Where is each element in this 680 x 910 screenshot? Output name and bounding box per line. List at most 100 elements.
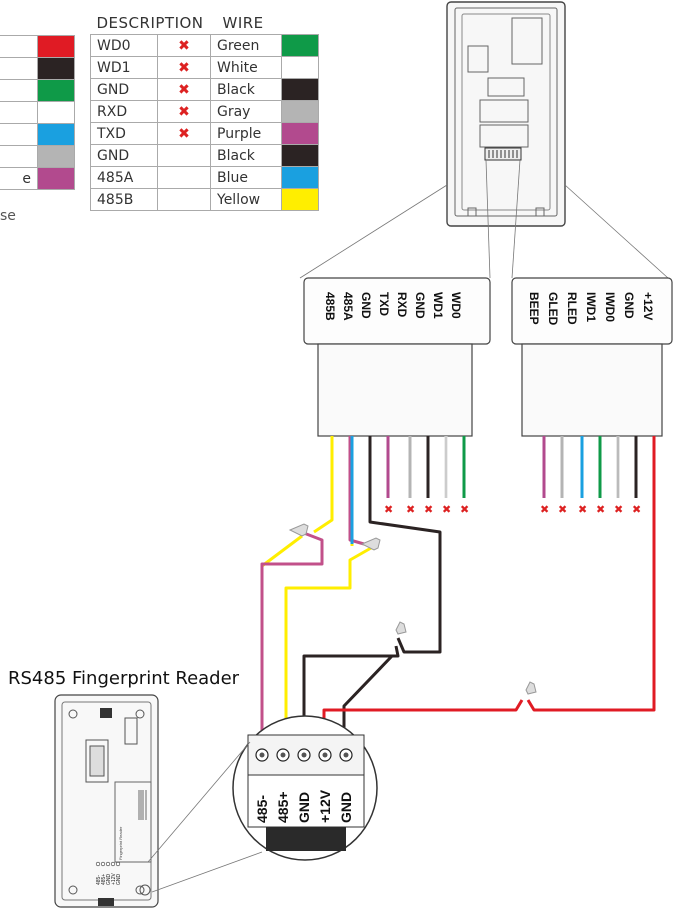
wire-table-row: GND✖Black bbox=[90, 78, 319, 101]
wire-description: 485B bbox=[90, 188, 158, 211]
color-swatch bbox=[37, 79, 75, 102]
wire-color-name: Yellow bbox=[210, 188, 282, 211]
pin-label: GLED bbox=[546, 292, 560, 326]
wire-description: 485A bbox=[90, 166, 158, 189]
color-swatch bbox=[281, 100, 319, 123]
left-table-label bbox=[0, 79, 38, 102]
wire-description: TXD bbox=[90, 122, 158, 145]
unused-x-mark: ✖ bbox=[406, 503, 415, 516]
unused-x-mark: ✖ bbox=[596, 503, 605, 516]
reader-terminal-label: 485+ bbox=[101, 874, 107, 885]
reader-title: RS485 Fingerprint Reader bbox=[8, 668, 240, 689]
reader-terminal-label: GND bbox=[106, 874, 112, 886]
not-used-mark: ✖ bbox=[157, 56, 211, 79]
wire-table-row: 485A Blue bbox=[90, 166, 319, 189]
header-wire: WIRE bbox=[222, 14, 264, 32]
terminal-screw bbox=[255, 748, 269, 762]
wire-description: GND bbox=[90, 144, 158, 167]
color-swatch bbox=[37, 35, 75, 58]
wire-table-row: WD1✖White bbox=[90, 56, 319, 79]
terminal-label: GND bbox=[296, 792, 312, 823]
terminal-screw bbox=[318, 748, 332, 762]
left-table-label bbox=[0, 145, 38, 168]
left-table-label: e bbox=[0, 167, 38, 190]
not-used-mark bbox=[157, 166, 211, 189]
reader-label: Fingerprint Reader bbox=[118, 826, 123, 860]
color-swatch bbox=[281, 34, 319, 57]
terminal-label: +12V bbox=[317, 789, 333, 823]
unused-x-mark: ✖ bbox=[558, 503, 567, 516]
not-used-mark bbox=[157, 144, 211, 167]
pin-label: WD1 bbox=[431, 292, 445, 319]
pin-label: 485A bbox=[341, 292, 355, 321]
color-swatch bbox=[281, 56, 319, 79]
not-used-mark: ✖ bbox=[157, 78, 211, 101]
pin-label: BEEP bbox=[527, 292, 541, 325]
color-swatch bbox=[281, 78, 319, 101]
wire-gnd2 bbox=[342, 654, 394, 752]
left-table-row: e bbox=[0, 167, 75, 190]
not-used-mark: ✖ bbox=[157, 122, 211, 145]
terminal-label: 485- bbox=[254, 795, 270, 823]
unused-x-mark: ✖ bbox=[442, 503, 451, 516]
left-table-label bbox=[0, 123, 38, 146]
wire-gnd bbox=[368, 436, 442, 654]
reader-terminal-label: GND bbox=[116, 874, 122, 886]
wire-table-row: TXD✖Purple bbox=[90, 122, 319, 145]
terminal-label: 485+ bbox=[275, 791, 291, 823]
unused-x-mark: ✖ bbox=[540, 503, 549, 516]
left-table-row bbox=[0, 35, 75, 58]
header-description: DESCRIPTION bbox=[96, 14, 204, 32]
left-table-row bbox=[0, 101, 75, 124]
pin-label: TXD bbox=[377, 292, 391, 316]
color-swatch bbox=[281, 144, 319, 167]
unused-x-mark: ✖ bbox=[384, 503, 393, 516]
unused-x-mark: ✖ bbox=[614, 503, 623, 516]
wire-description: WD0 bbox=[90, 34, 158, 57]
pin-label: GND bbox=[622, 292, 636, 319]
pin-label: RXD bbox=[395, 292, 409, 318]
color-swatch bbox=[37, 57, 75, 80]
not-used-mark: ✖ bbox=[157, 100, 211, 123]
left-wire-table: e bbox=[0, 35, 75, 190]
wire-color-name: Green bbox=[210, 34, 282, 57]
wire-485a-ext bbox=[284, 436, 379, 752]
reader-terminal-label: +12V bbox=[111, 873, 117, 885]
wire-color-name: Blue bbox=[210, 166, 282, 189]
wire-color-name: Gray bbox=[210, 100, 282, 123]
pin-label: IWD1 bbox=[584, 292, 598, 322]
color-swatch bbox=[281, 188, 319, 211]
unused-x-mark: ✖ bbox=[578, 503, 587, 516]
left-table-row bbox=[0, 79, 75, 102]
color-swatch bbox=[37, 167, 75, 190]
pin-label: IWD0 bbox=[603, 292, 617, 322]
not-used-mark bbox=[157, 188, 211, 211]
color-swatch bbox=[37, 145, 75, 168]
terminal-screw bbox=[276, 748, 290, 762]
left-table-row bbox=[0, 123, 75, 146]
color-swatch bbox=[281, 122, 319, 145]
left-table-label bbox=[0, 35, 38, 58]
color-swatch bbox=[37, 123, 75, 146]
color-swatch bbox=[37, 101, 75, 124]
reader-terminal-label: 485- bbox=[96, 875, 102, 885]
pin-label: 485B bbox=[323, 292, 337, 321]
unused-x-mark: ✖ bbox=[424, 503, 433, 516]
color-swatch bbox=[281, 166, 319, 189]
wire-color-name: Purple bbox=[210, 122, 282, 145]
wire-description: RXD bbox=[90, 100, 158, 123]
crimp-connectors bbox=[288, 523, 537, 695]
left-table-row bbox=[0, 145, 75, 168]
wire-table-row: RXD✖Gray bbox=[90, 100, 319, 123]
wire-table-row: WD0✖Green bbox=[90, 34, 319, 57]
left-table-label bbox=[0, 101, 38, 124]
pin-label: WD0 bbox=[449, 292, 463, 319]
pin-label: RLED bbox=[565, 292, 579, 325]
wire-485b bbox=[260, 436, 334, 752]
left-table-label bbox=[0, 57, 38, 80]
